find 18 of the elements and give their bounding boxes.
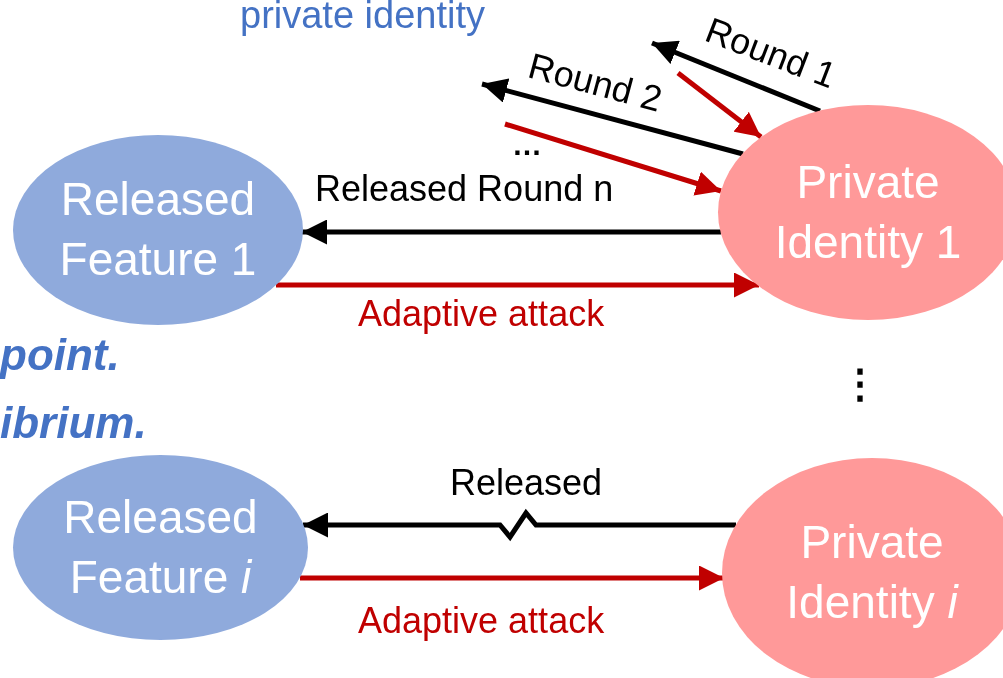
node-label: Released Feature 1 (58, 172, 258, 287)
node-label: Private Identity 1 (773, 154, 963, 270)
ellipsis: … (512, 128, 542, 162)
arrow (676, 71, 763, 139)
arrow (481, 78, 744, 157)
arrow (651, 40, 821, 114)
heading-text: private identity (240, 0, 485, 34)
node-label: Released Feature i (62, 489, 259, 605)
edge-label: Round 2 (523, 44, 668, 121)
node-label: Private Identity i (785, 515, 960, 630)
arrow (303, 508, 736, 542)
caption-text: ibrium. (0, 398, 147, 448)
arrow (300, 565, 724, 591)
vertical-ellipsis: ⋮ (840, 360, 880, 406)
arrow (302, 219, 721, 245)
arrow (504, 121, 722, 196)
edge-label: Round 1 (699, 8, 843, 98)
arrow (276, 272, 759, 298)
